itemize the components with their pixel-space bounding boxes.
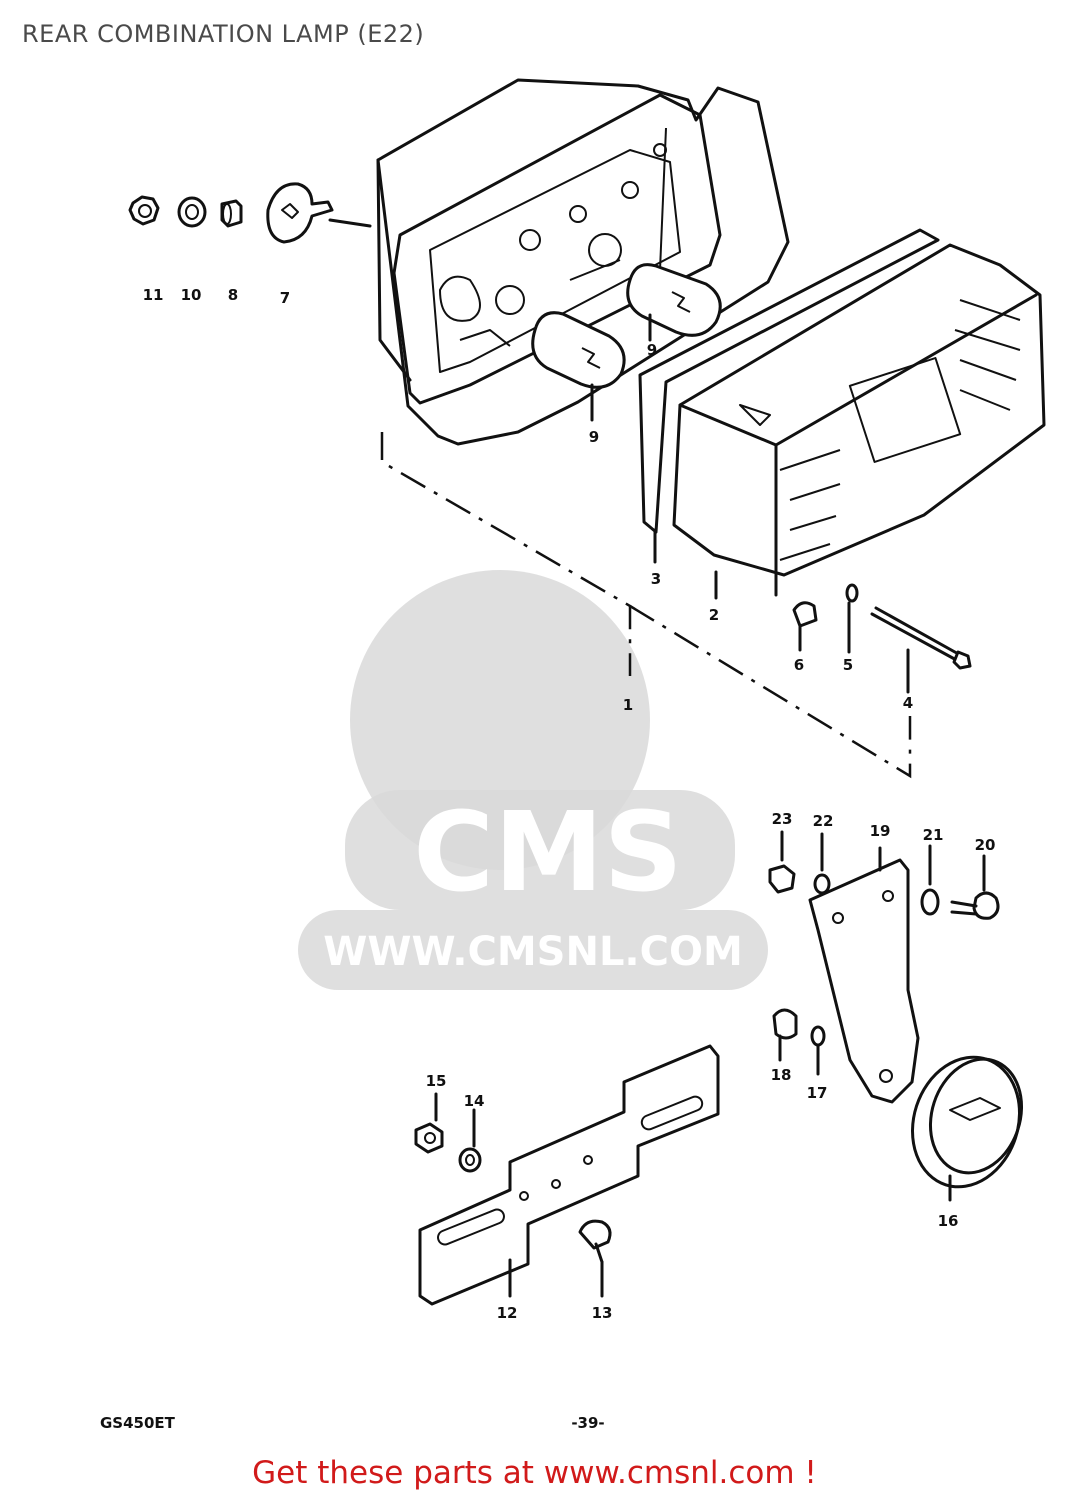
label-part-9-upper: 9 [647,341,657,359]
label-part-9-lower: 9 [589,428,599,446]
assembly-leader-lines [380,432,912,779]
part-23-nut[interactable] [768,830,796,894]
label-part-17: 17 [807,1084,828,1102]
label-part-12: 12 [497,1304,518,1322]
model-code: GS450ET [100,1414,176,1432]
label-part-2: 2 [709,606,719,624]
label-part-5: 5 [843,656,853,674]
label-part-19: 19 [870,822,891,840]
label-part-18: 18 [771,1066,792,1084]
part-11-nut[interactable] [128,195,160,226]
label-part-13: 13 [592,1304,613,1322]
watermark-logo: CMS WWW.CMSNL.COM [298,570,768,990]
cta-link[interactable]: Get these parts at www.cmsnl.com ! [252,1455,817,1491]
label-part-22: 22 [813,812,834,830]
part-13-bolt[interactable] [578,1219,612,1298]
label-part-16: 16 [938,1212,959,1230]
label-part-21: 21 [923,826,944,844]
part-21-washer[interactable] [920,844,940,916]
part-20-bolt[interactable] [950,854,1000,920]
part-12-license-bracket[interactable] [418,1044,720,1306]
label-part-23: 23 [772,810,793,828]
part-9-bulb-lower[interactable] [531,311,626,422]
part-8-spacer[interactable] [220,199,243,228]
part-3-gasket[interactable] [638,228,940,564]
part-15-nut[interactable] [414,1092,444,1154]
part-1-lamp-housing[interactable] [376,78,790,446]
label-part-7: 7 [280,289,290,307]
label-part-11: 11 [143,286,164,304]
part-9-bulb-upper[interactable] [626,263,722,342]
label-part-4: 4 [903,694,913,712]
label-part-1: 1 [623,696,633,714]
label-part-8: 8 [228,286,238,304]
part-4-screw[interactable] [870,606,972,694]
label-part-20: 20 [975,836,996,854]
part-16-reflector[interactable] [896,1043,1036,1202]
label-part-15: 15 [426,1072,447,1090]
part-19-bracket[interactable] [808,846,920,1104]
label-part-6: 6 [794,656,804,674]
label-part-14: 14 [464,1092,485,1110]
part-14-washer[interactable] [458,1108,482,1173]
part-22-washer[interactable] [813,832,831,895]
part-7-socket-cap[interactable] [266,182,372,244]
watermark-url-text: WWW.CMSNL.COM [323,929,743,975]
page-number: -39- [571,1414,604,1432]
part-17-washer[interactable] [810,1025,826,1076]
label-part-3: 3 [651,570,661,588]
part-18-nut[interactable] [772,1008,798,1062]
part-5-washer[interactable] [845,583,859,654]
watermark-logo-text: CMS [413,788,682,916]
diagram-title: REAR COMBINATION LAMP (E22) [22,20,425,48]
part-10-washer[interactable] [177,196,207,228]
label-part-10: 10 [181,286,202,304]
part-6-cap[interactable] [792,601,818,652]
part-labels: 11 10 8 7 1 9 9 3 2 6 5 4 23 22 19 21 20… [143,286,996,1322]
part-2-lens[interactable] [672,243,1046,600]
